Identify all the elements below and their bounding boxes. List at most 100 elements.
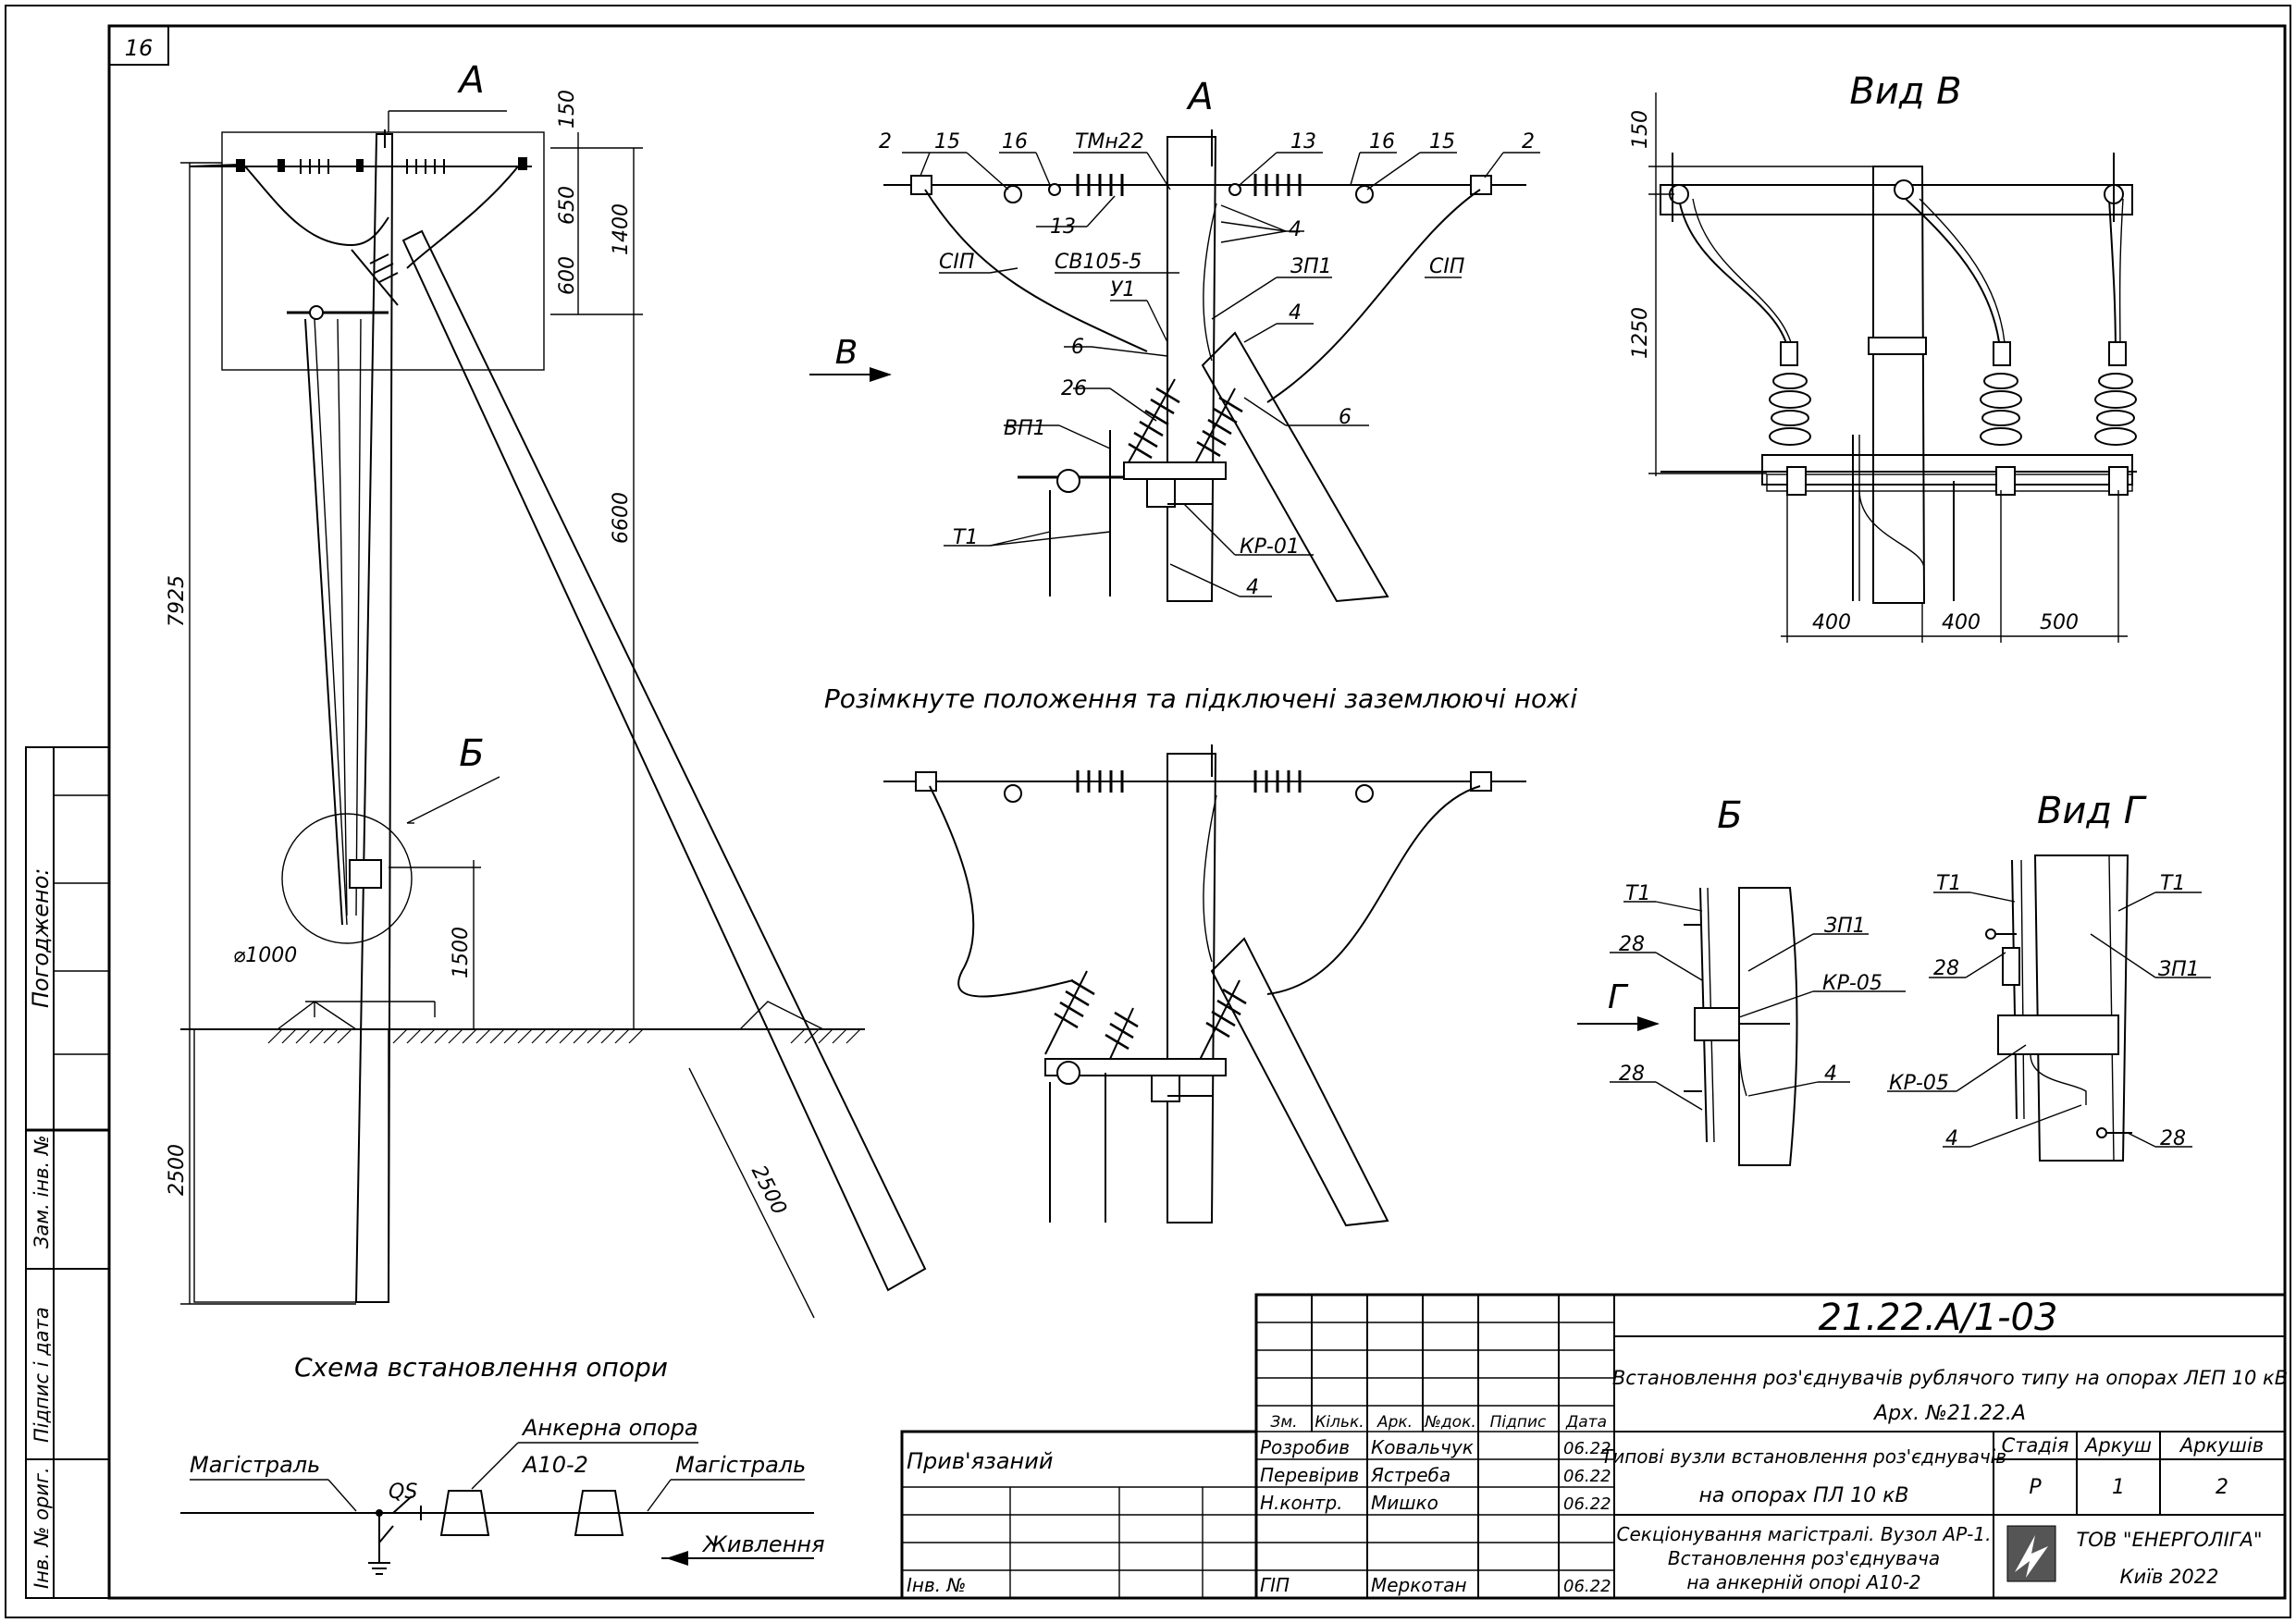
viewV-dim-1250: 1250 [1629, 307, 1652, 359]
tb-hdr-pidpys: Підпис [1490, 1413, 1547, 1432]
tb-sheet: 1 [2112, 1476, 2125, 1499]
tb-city: Київ 2022 [2120, 1566, 2219, 1588]
sheet-number: 16 [125, 35, 154, 61]
tb-row1-date: 06.22 [1563, 1439, 1611, 1458]
callout-13-top: 13 [1290, 130, 1316, 154]
tb-hdr-kilk: Кільк. [1315, 1413, 1364, 1432]
callout-zp1: ЗП1 [1290, 255, 1332, 278]
company-logo-icon [2006, 1525, 2056, 1582]
tb-gip-date: 06.22 [1563, 1577, 1611, 1596]
callout-26: 26 [1061, 377, 1087, 400]
viewV-dim-400b: 400 [1942, 611, 1981, 634]
view-V-title: Вид В [1849, 70, 1961, 113]
B-callout-28-top: 28 [1619, 933, 1645, 956]
scheme-main-right: Магістраль [675, 1452, 806, 1478]
detail-B-title: Б [1717, 794, 1742, 837]
scheme-anchor-label: Анкерна опора [521, 1415, 698, 1441]
G-callout-zp1: ЗП1 [2158, 958, 2200, 981]
callout-15-right: 15 [1429, 130, 1455, 154]
tb-desc-line2: Встановлення роз'єднувача [1668, 1547, 1940, 1569]
G-callout-t1-right: Т1 [2160, 872, 2185, 895]
callout-sip-left: СІП [939, 251, 974, 274]
main-pole-scheme: 7925 2500 150 650 600 1400 6600 1500 ⌀10… [166, 59, 927, 1383]
callout-sip-right: СІП [1429, 255, 1464, 278]
tb-row2-date: 06.22 [1563, 1467, 1611, 1486]
scheme-anchor-type: А10-2 [521, 1452, 588, 1478]
callout-15-left: 15 [934, 130, 960, 154]
tb-row3-role: Н.контр. [1260, 1492, 1343, 1514]
B-callout-t1: Т1 [1625, 882, 1650, 905]
tb-stage: Р [2029, 1476, 2042, 1499]
detail-A-closed: А [809, 76, 1540, 603]
dim-1500: 1500 [450, 927, 473, 978]
outer-border [5, 5, 2291, 1618]
B-callout-zp1: ЗП1 [1824, 915, 1866, 938]
callout-16-right: 16 [1369, 130, 1395, 154]
dim-150: 150 [556, 90, 579, 129]
tb-row3-date: 06.22 [1563, 1494, 1611, 1514]
tb-desc-line1: Секціонування магістралі. Вузол АР-1. [1617, 1523, 1992, 1545]
viewV-dim-400a: 400 [1812, 611, 1851, 634]
sign-date-label: Підпис і дата [31, 1307, 53, 1443]
tb-desc-line3: на анкерній опорі А10-2 [1686, 1571, 1920, 1593]
G-callout-kr05: КР-05 [1889, 1072, 1949, 1095]
sheet-number-box [108, 25, 169, 66]
dim-7925: 7925 [166, 575, 189, 627]
view-V: Вид В [1629, 70, 2137, 643]
tb-row2-role: Перевірив [1260, 1464, 1359, 1486]
detail-A-open [883, 744, 1526, 1227]
arrow-V-label: В [835, 334, 858, 372]
viewV-dim-150: 150 [1629, 110, 1652, 149]
tb-sheets: 2 [2216, 1476, 2228, 1499]
scheme-main-left: Магістраль [190, 1452, 320, 1478]
tb-bound: Прив'язаний [907, 1448, 1053, 1474]
callout-vp1: ВП1 [1004, 417, 1046, 440]
dim-600: 600 [556, 256, 579, 295]
viewV-dim-500: 500 [2040, 611, 2079, 634]
B-callout-4: 4 [1824, 1063, 1837, 1086]
tb-row1-role: Розробив [1260, 1436, 1350, 1458]
tb-typical-line1: Типові вузли встановлення роз'єднувачів [1601, 1445, 2006, 1468]
dim-2500-strut: 2500 [747, 1162, 791, 1218]
tb-company: ТОВ "ЕНЕРГОЛІГА" [2076, 1529, 2262, 1551]
callout-16-left: 16 [1002, 130, 1028, 154]
callout-6-right: 6 [1339, 406, 1352, 429]
callout-t1: Т1 [953, 526, 978, 549]
tb-inv: Інв. № [907, 1574, 966, 1596]
tb-row1-name: Ковальчук [1371, 1436, 1474, 1458]
view-G: Вид Г Т1 Т1 28 ЗП1 КР-05 4 28 [1887, 790, 2211, 1162]
callout-tmn22: ТМн22 [1075, 130, 1144, 154]
callout-sv105: СВ105-5 [1055, 251, 1142, 274]
G-callout-28-top: 28 [1933, 957, 1959, 980]
arrow-G-label: Г [1608, 978, 1629, 1016]
scheme-qs: QS [389, 1481, 417, 1504]
scheme-feed: Живлення [701, 1531, 825, 1557]
label-detail-B: Б [459, 732, 484, 775]
agreed-label: Погоджено: [28, 868, 54, 1008]
title-block: 21.22.А/1-03 Встановлення роз'єднувачів … [900, 1293, 2288, 1600]
dim-2500-vertical: 2500 [166, 1144, 189, 1196]
callout-4-top: 4 [1289, 218, 1302, 241]
view-G-title: Вид Г [2037, 790, 2147, 832]
tb-gip-role: ГІП [1260, 1574, 1290, 1596]
tb-sheet-hdr: Аркуш [2083, 1434, 2152, 1457]
tb-sheets-hdr: Аркушів [2179, 1434, 2264, 1457]
callout-4-mid: 4 [1289, 301, 1302, 325]
tb-arch: Арх. №21.22.А [1872, 1402, 2026, 1425]
tb-row3-name: Мишко [1371, 1492, 1438, 1514]
callout-2-right: 2 [1522, 130, 1535, 154]
tb-row2-name: Ястреба [1370, 1464, 1450, 1486]
orig-inv-label: Інв. № ориг. [31, 1467, 53, 1589]
callout-13-lower: 13 [1050, 215, 1076, 239]
callout-u1: У1 [1110, 278, 1135, 301]
callout-2-left: 2 [879, 130, 892, 154]
detail-B: Б Т1 28 ЗП1 КР-05 28 4 Г [1577, 794, 1906, 1166]
callout-4-bottom: 4 [1246, 576, 1259, 599]
dim-650: 650 [556, 186, 579, 225]
tb-hdr-ndok: №док. [1424, 1413, 1476, 1432]
dim-diameter-1000: ⌀1000 [233, 944, 297, 967]
side-stamp: Погоджено: Зам. інв. № Підпис і дата Інв… [25, 746, 110, 1599]
replace-inv-label: Зам. інв. № [31, 1135, 53, 1248]
main-scheme-title: Схема встановлення опори [294, 1352, 668, 1383]
